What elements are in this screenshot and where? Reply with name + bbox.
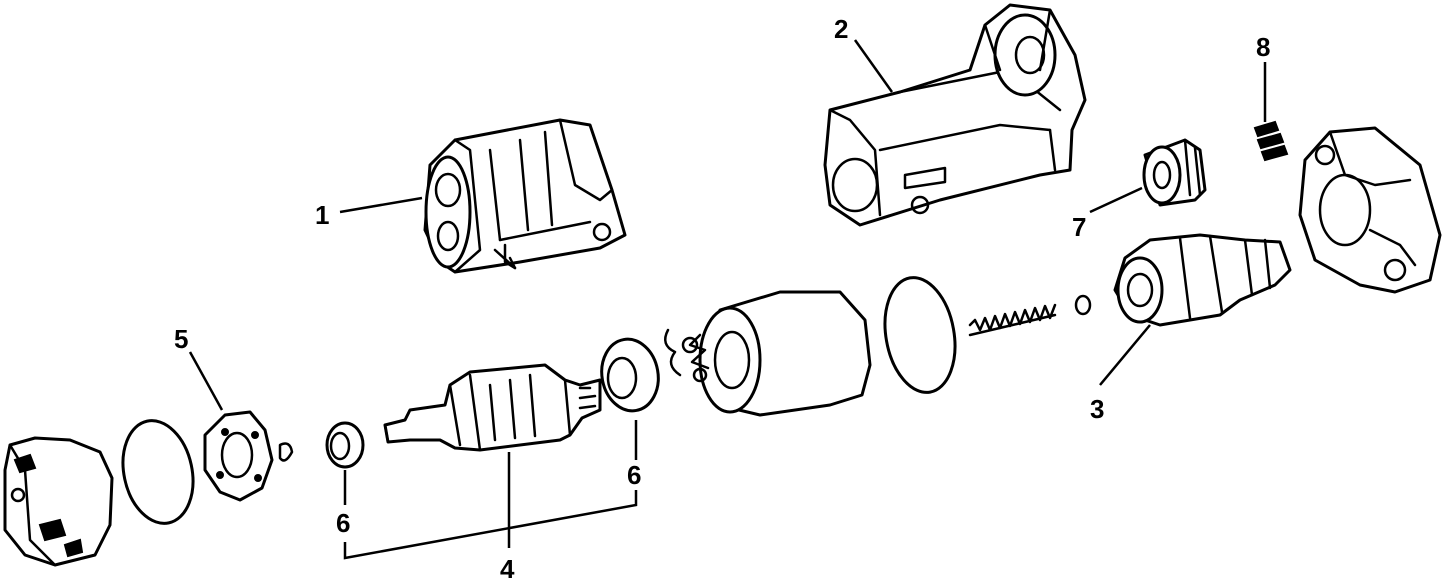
part-2-field-frame [823, 3, 1087, 227]
callouts: 1 2 3 4 5 6 6 7 8 [174, 14, 1270, 582]
part-4-armature [383, 363, 602, 452]
callout-8: 8 [1256, 32, 1270, 62]
part-6-bearing-right [600, 337, 660, 413]
yoke-assembly [663, 290, 872, 417]
rear-end-housing [1298, 126, 1442, 294]
front-housing [3, 436, 114, 567]
callout-2: 2 [834, 14, 848, 44]
callout-5: 5 [174, 324, 188, 354]
part-1-starter-assembly [423, 118, 627, 274]
part-7-pinion-gear [1142, 138, 1207, 207]
callout-1: 1 [315, 200, 329, 230]
callout-3: 3 [1090, 394, 1104, 424]
callout-4: 4 [500, 554, 515, 582]
callout-7: 7 [1072, 212, 1086, 242]
part-6-bearing-left [325, 421, 365, 469]
small-clip [278, 442, 294, 462]
return-spring [968, 294, 1092, 337]
o-ring-right [883, 276, 957, 394]
part-5-brush-plate [203, 410, 274, 502]
part-8-brushes [1253, 120, 1289, 162]
leader-lines [188, 39, 1267, 560]
callout-6-right: 6 [627, 460, 641, 490]
part-3-overrunning-clutch [1113, 233, 1292, 327]
o-ring-left [121, 419, 195, 525]
callout-6-left: 6 [336, 508, 350, 538]
